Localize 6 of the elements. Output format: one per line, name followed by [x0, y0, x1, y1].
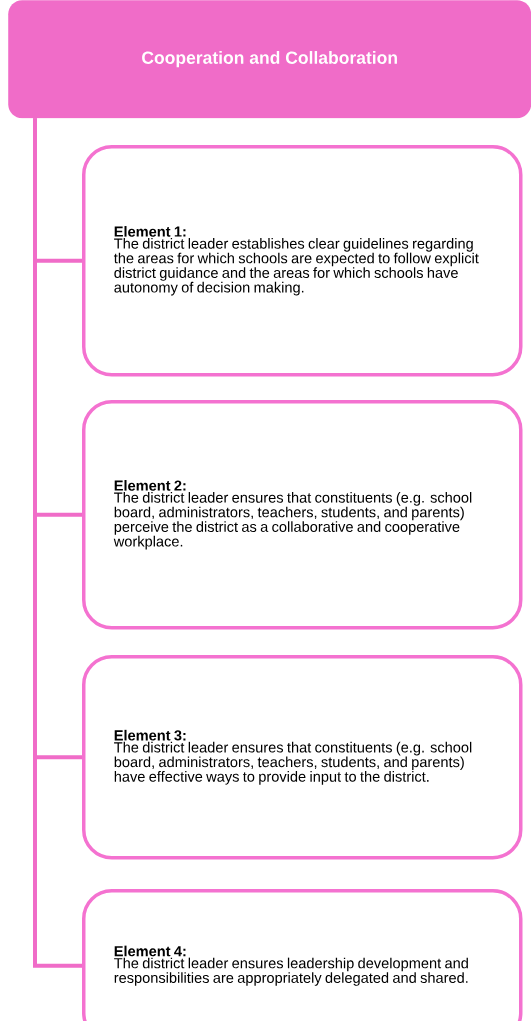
element-box: Element 3: The district leader ensures that constituents (e.g. school board, administrators, teachers, students, and parents) have effective ways to provide input to the district.: [82, 655, 523, 860]
connector-line: [33, 118, 82, 968]
element-box: Element 2: The district leader ensures that constituents (e.g. school board, administrators, teachers, students, and parents) perceive the district as a collaborative and cooperative workplace.: [82, 400, 523, 630]
title-banner: Cooperation and Collaboration: [8, 0, 531, 119]
element-box: Element 1: The district leader establishes clear guidelines regarding the areas for which schools are expected to follow explicit district guidance and the areas for which schools have autonomy of decision making.: [82, 145, 523, 377]
element-box: Element 4: The district leader ensures leadership development and responsibilities are appropriately delegated and shared.: [82, 889, 523, 1021]
